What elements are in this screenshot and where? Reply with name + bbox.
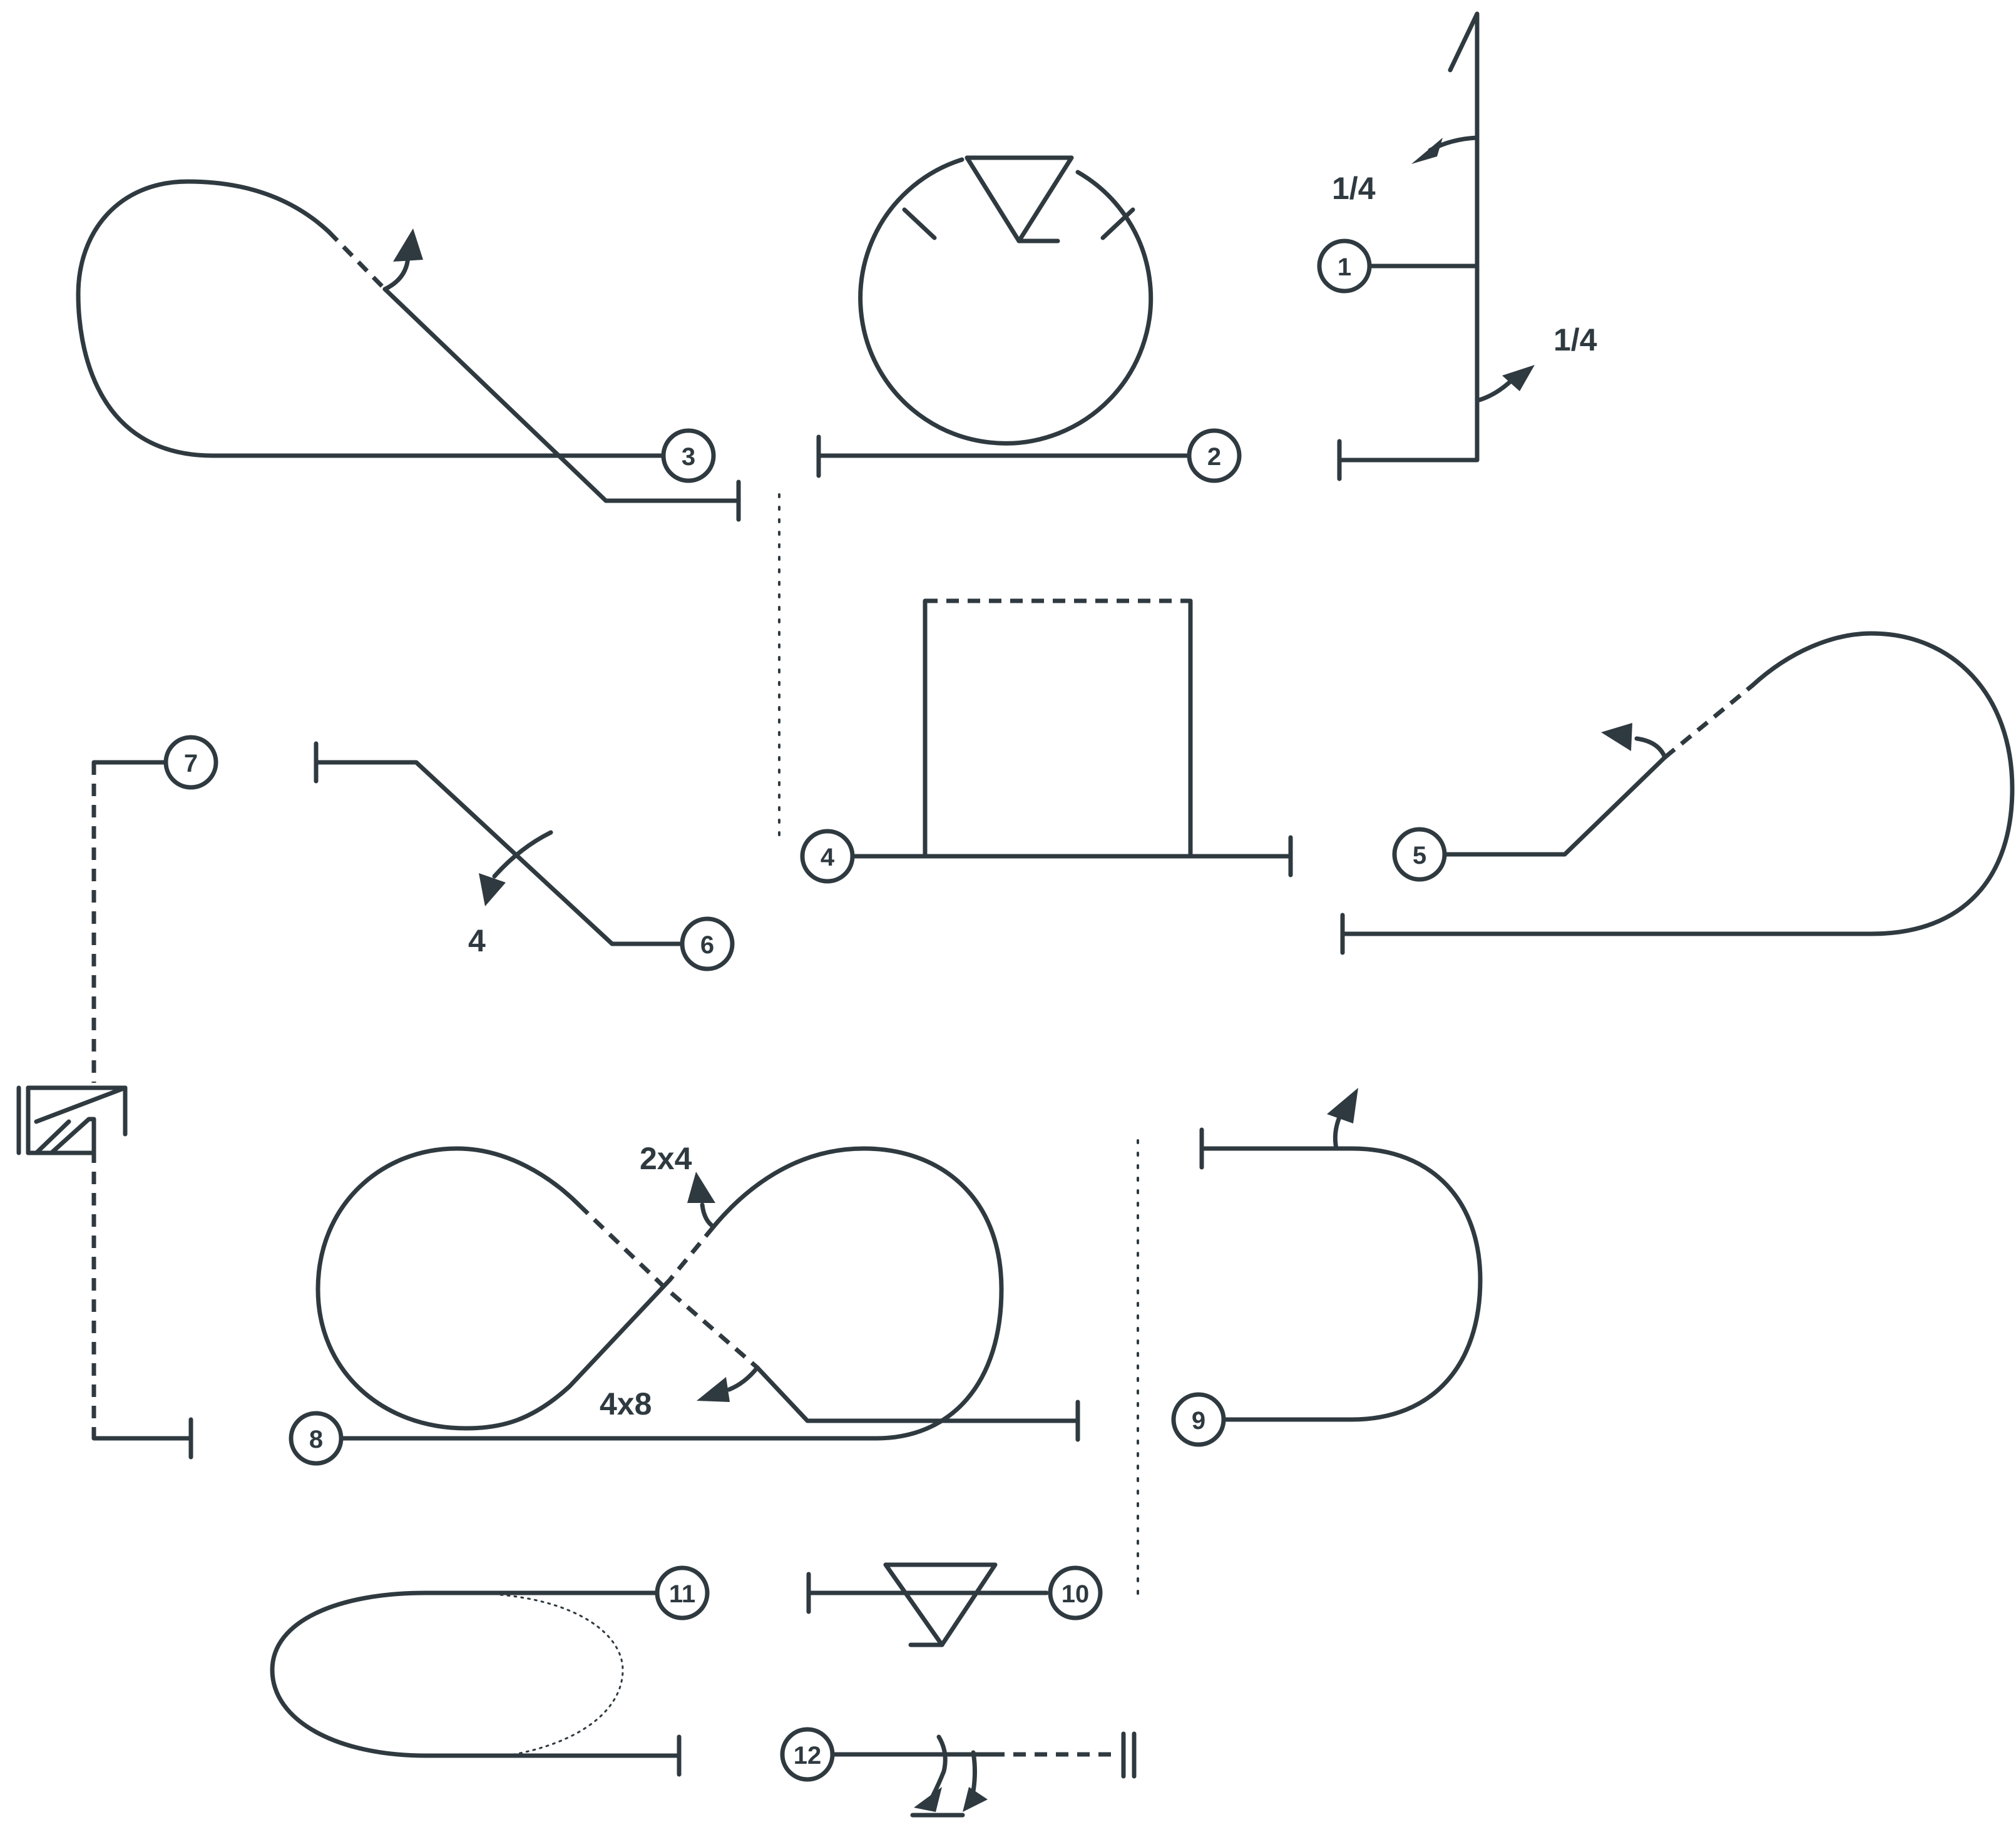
figure-9-path (1199, 1146, 1483, 1422)
figure-12-number: 12 (794, 1742, 822, 1769)
arrowhead-icon (479, 873, 506, 906)
figure-1-badge (1317, 238, 1372, 294)
figure-4-badge (800, 829, 855, 884)
figure-12-badge (780, 1727, 835, 1782)
figure-5: 5 (1340, 631, 2015, 955)
figure-1-number: 1 (1338, 253, 1351, 281)
figure-8-roll-upper (700, 1202, 716, 1229)
figure-2-tick-right (1100, 207, 1135, 240)
arrowhead-icon (393, 228, 423, 262)
figure-3-roll (382, 254, 411, 292)
figure-8-badge (289, 1411, 344, 1466)
figure-2-loop (858, 157, 1154, 446)
arrowhead-icon (1327, 1088, 1358, 1123)
figure-3-dashed-segment (327, 230, 387, 291)
figure-6-path (314, 760, 685, 946)
figure-6-roll (492, 830, 553, 879)
figure-2: 2 (816, 155, 1242, 483)
figure-1-roll-lower (1475, 376, 1516, 403)
figure-5-entry (1443, 755, 1667, 857)
arrowhead-icon (1601, 723, 1632, 751)
figure-5-number: 5 (1413, 842, 1426, 869)
figure-11-dotted (499, 1594, 624, 1757)
figure-8: 2x4 4x8 8 (289, 1141, 1080, 1466)
figure-11-badge (655, 1565, 710, 1620)
figure-3-number: 3 (682, 443, 695, 471)
arrowhead-icon (697, 1377, 730, 1402)
figure-6-number: 6 (700, 931, 714, 959)
figure-7-number: 7 (184, 750, 198, 777)
figure-5-badge (1392, 827, 1447, 882)
figure-8-dashed-right (668, 1225, 715, 1282)
figure-11-number: 11 (669, 1580, 695, 1608)
figure-9: 9 (1171, 1088, 1483, 1447)
figure-1: 1/4 1/4 1 (1317, 11, 1597, 481)
arrowhead-icon (914, 1787, 942, 1812)
figure-3: 3 (76, 179, 741, 522)
figure-3-badge (661, 428, 716, 483)
figure-10: 10 (806, 1562, 1103, 1647)
figure-8-roll-lower (727, 1365, 760, 1392)
figure-2-badge (1187, 428, 1242, 483)
spin-symbol-icon (16, 1085, 128, 1155)
figure-7-badge (163, 735, 218, 790)
figure-3-loop (76, 179, 666, 458)
arrowhead-icon (1502, 365, 1535, 391)
figure-8-dashed-left (577, 1203, 759, 1369)
figure-7: 7 (16, 735, 218, 1460)
figure-9-number: 9 (1192, 1407, 1205, 1435)
figure-1-path (1337, 11, 1480, 463)
figure-2-number: 2 (1207, 443, 1221, 471)
figure-11: 11 (270, 1565, 710, 1777)
figure-8-cross-up (315, 1146, 672, 1431)
figure-10-number: 10 (1062, 1580, 1090, 1608)
figure-8-line (339, 1146, 1004, 1441)
figure-5-dashed-segment (1663, 683, 1754, 759)
figure-4-square (923, 598, 1193, 859)
arrowhead-icon (1411, 138, 1443, 164)
figure-10-snap-triangle (883, 1562, 998, 1647)
arrowhead-icon (687, 1172, 715, 1203)
figure-6-roll-label: 4 (468, 923, 486, 958)
figure-9-badge (1171, 1392, 1226, 1447)
figure-1-roll-label-lower: 1/4 (1553, 322, 1597, 357)
figure-4-number: 4 (821, 844, 835, 871)
arrowhead-icon (963, 1787, 988, 1812)
figure-12: 12 (780, 1727, 1137, 1818)
figure-6: 4 6 (314, 741, 735, 971)
figure-12-roll-b (971, 1750, 977, 1794)
figure-11-solid (270, 1590, 682, 1758)
figure-8-roll-label-lower: 4x8 (600, 1386, 652, 1421)
figure-2-tick-left (902, 207, 937, 240)
figure-8-exit (755, 1365, 1080, 1423)
figure-8-roll-label-upper: 2x4 (640, 1141, 692, 1176)
figure-6-badge (680, 916, 735, 971)
figure-12-roll-a (930, 1734, 948, 1799)
figure-1-roll-label-upper: 1/4 (1332, 171, 1376, 206)
figure-4: 4 (800, 598, 1293, 884)
figure-3-descent (382, 287, 741, 503)
figure-5-loop (1340, 631, 2015, 936)
figure-5-roll (1634, 736, 1667, 760)
figure-10-badge (1048, 1565, 1103, 1620)
figure-2-snap-triangle (965, 155, 1074, 243)
figure-9-roll (1333, 1115, 1342, 1151)
figure-8-number: 8 (309, 1426, 323, 1453)
